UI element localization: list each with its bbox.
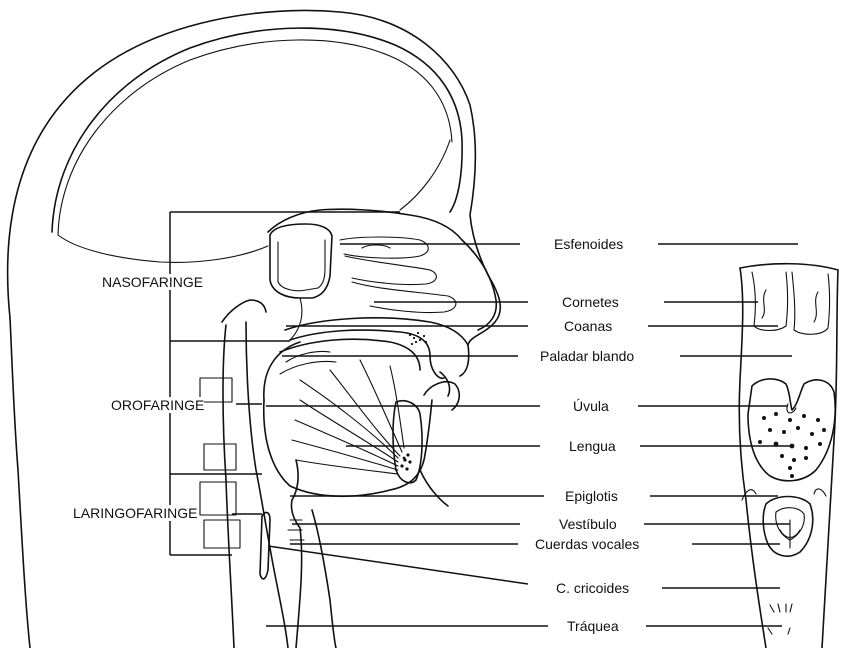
label-coanas: Coanas (564, 318, 612, 334)
region-label-laringofaringe: LARINGOFARINGE (73, 505, 197, 521)
label-vestibulo: Vestíbulo (559, 516, 617, 532)
leader-lines-left (266, 244, 548, 626)
label-traquea: Tráquea (567, 618, 619, 634)
label-c-cricoides: C. cricoides (556, 580, 629, 596)
region-label-orofaringe: OROFARINGE (111, 397, 204, 413)
label-lengua: Lengua (569, 438, 616, 454)
label-uvula: Úvula (573, 398, 609, 414)
head-outline (8, 10, 501, 648)
leader-lines-right (638, 244, 798, 626)
region-label-nasofaringe: NASOFARINGE (102, 274, 203, 290)
label-esfenoides: Esfenoides (554, 236, 623, 252)
label-epiglotis: Epiglotis (565, 488, 618, 504)
label-paladar-blando: Paladar blando (540, 348, 634, 364)
posterior-view (739, 264, 838, 648)
label-cuerdas-vocales: Cuerdas vocales (535, 536, 639, 552)
oral-structures (264, 318, 469, 506)
region-bracket (170, 212, 400, 555)
label-cornetes: Cornetes (562, 294, 619, 310)
nasal-structures (268, 209, 496, 340)
